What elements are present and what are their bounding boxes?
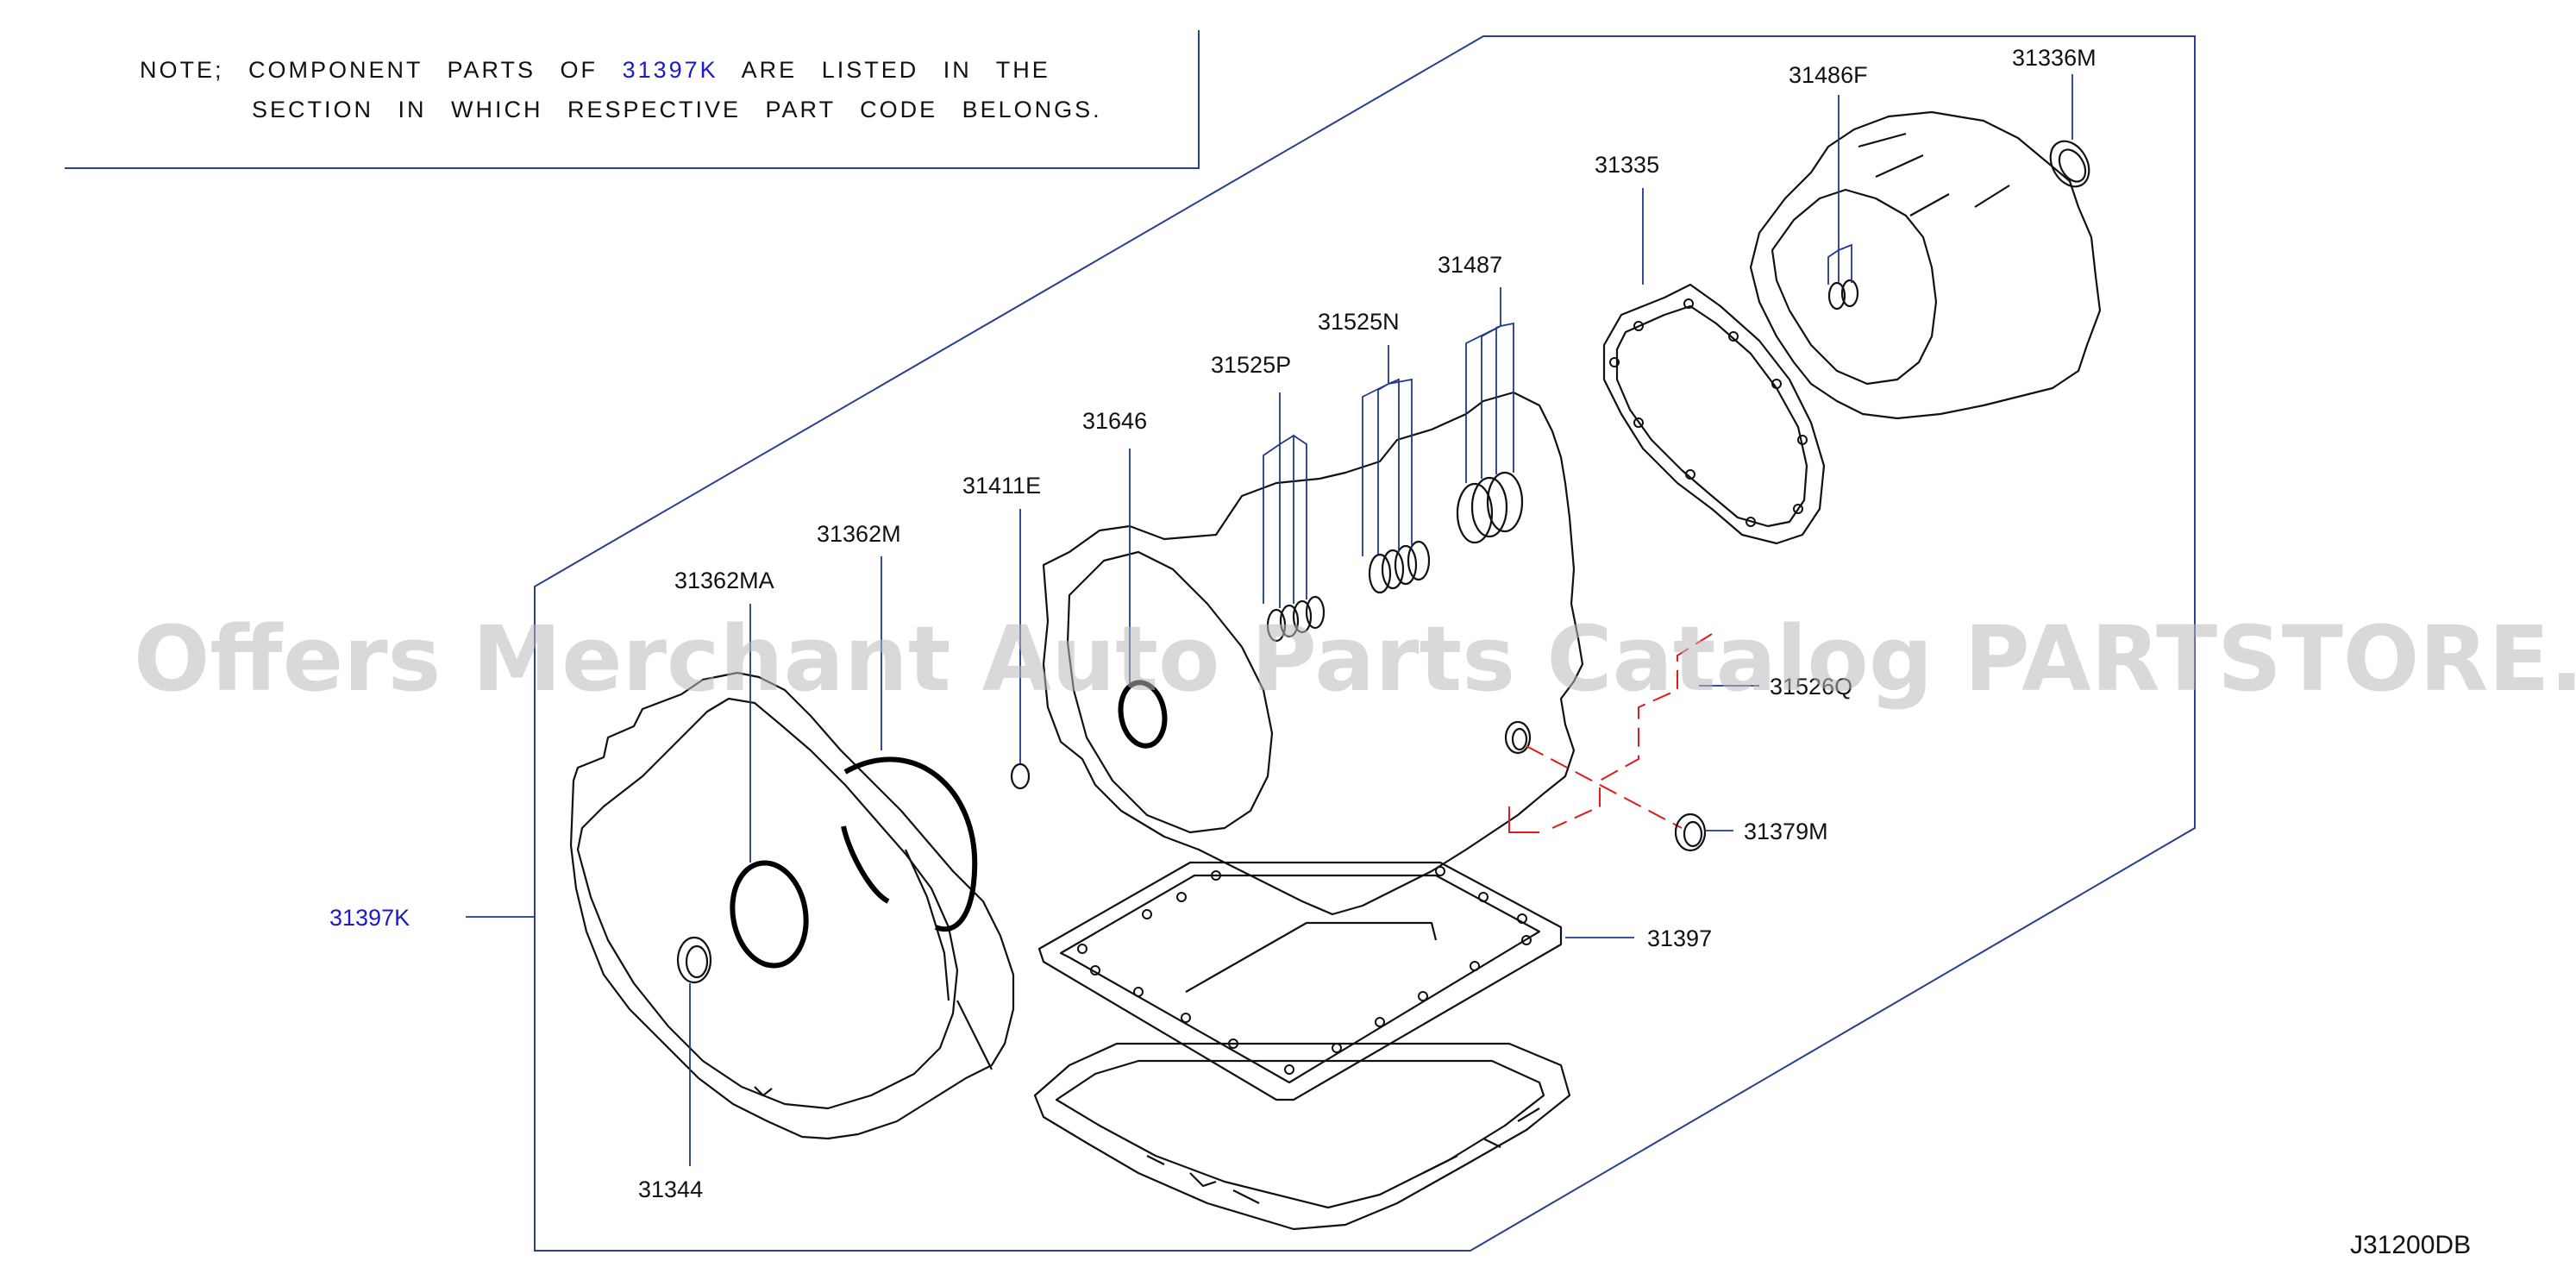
oil-pan [1033, 1042, 1571, 1231]
oring-31411E [1010, 762, 1031, 790]
watermark-text: Offers Merchant Auto Parts Catalog PARTS… [134, 606, 2576, 712]
callout-31525P: 31525P [1211, 352, 1291, 378]
callout-31411E: 31411E [962, 473, 1041, 499]
oring-31362M [841, 756, 978, 932]
seal-rings-31486F [1827, 281, 1846, 311]
oil-seal-31336M [2049, 140, 2090, 188]
callout-31379M: 31379M [1744, 819, 1828, 844]
gasket-31335 [1602, 283, 1826, 545]
callout-31397: 31397 [1647, 925, 1712, 951]
oring-31646 [1118, 680, 1168, 749]
oring-31362MA [730, 860, 809, 969]
callout-31487: 31487 [1438, 252, 1502, 278]
callout-31525N: 31525N [1318, 309, 1400, 335]
note-line-1: NOTE; COMPONENT PARTS OF 31397K ARE LIST… [140, 57, 1050, 83]
seal-rings-31525N [1368, 540, 1431, 594]
seal-rings-31525P [1266, 595, 1326, 643]
callout-31397K[interactable]: 31397K [329, 905, 410, 931]
callout-31362M: 31362M [817, 521, 901, 547]
seal-31344 [676, 936, 712, 984]
rear-extension-housing [1749, 110, 2102, 420]
callout-31486F: 31486F [1789, 62, 1868, 88]
note-line-1-suffix: ARE LISTED IN THE [742, 57, 1050, 83]
note-kit-link[interactable]: 31397K [623, 57, 718, 83]
oil-pan-gasket-31397 [1037, 861, 1563, 1101]
note-line-1-prefix: NOTE; COMPONENT PARTS OF [140, 57, 598, 83]
transmission-case [1042, 391, 1584, 916]
callout-31526Q: 31526Q [1770, 674, 1852, 700]
callout-31362MA: 31362MA [674, 568, 774, 593]
note-box: NOTE; COMPONENT PARTS OF 31397K ARE LIST… [65, 30, 1200, 169]
leader-lines [466, 74, 2073, 1166]
converter-housing [569, 671, 1015, 1140]
callout-31344: 31344 [638, 1176, 703, 1202]
hidden-line-markers [1508, 633, 1713, 833]
callout-31336M: 31336M [2012, 45, 2097, 71]
note-box-border [65, 30, 1200, 169]
callout-31646: 31646 [1082, 408, 1147, 434]
note-line-2: SECTION IN WHICH RESPECTIVE PART CODE BE… [252, 97, 1102, 122]
callout-labels: 31397K 31344 31362MA 31362M 31411E 31646… [329, 45, 2097, 1202]
plug-31379M [1674, 813, 1707, 852]
diagram-code: J31200DB [2350, 1231, 2471, 1259]
seal-rings-31487 [1456, 471, 1524, 544]
kit-frame [534, 35, 2196, 1252]
plug-seal-on-case [1504, 720, 1532, 755]
callout-31335: 31335 [1595, 152, 1659, 178]
